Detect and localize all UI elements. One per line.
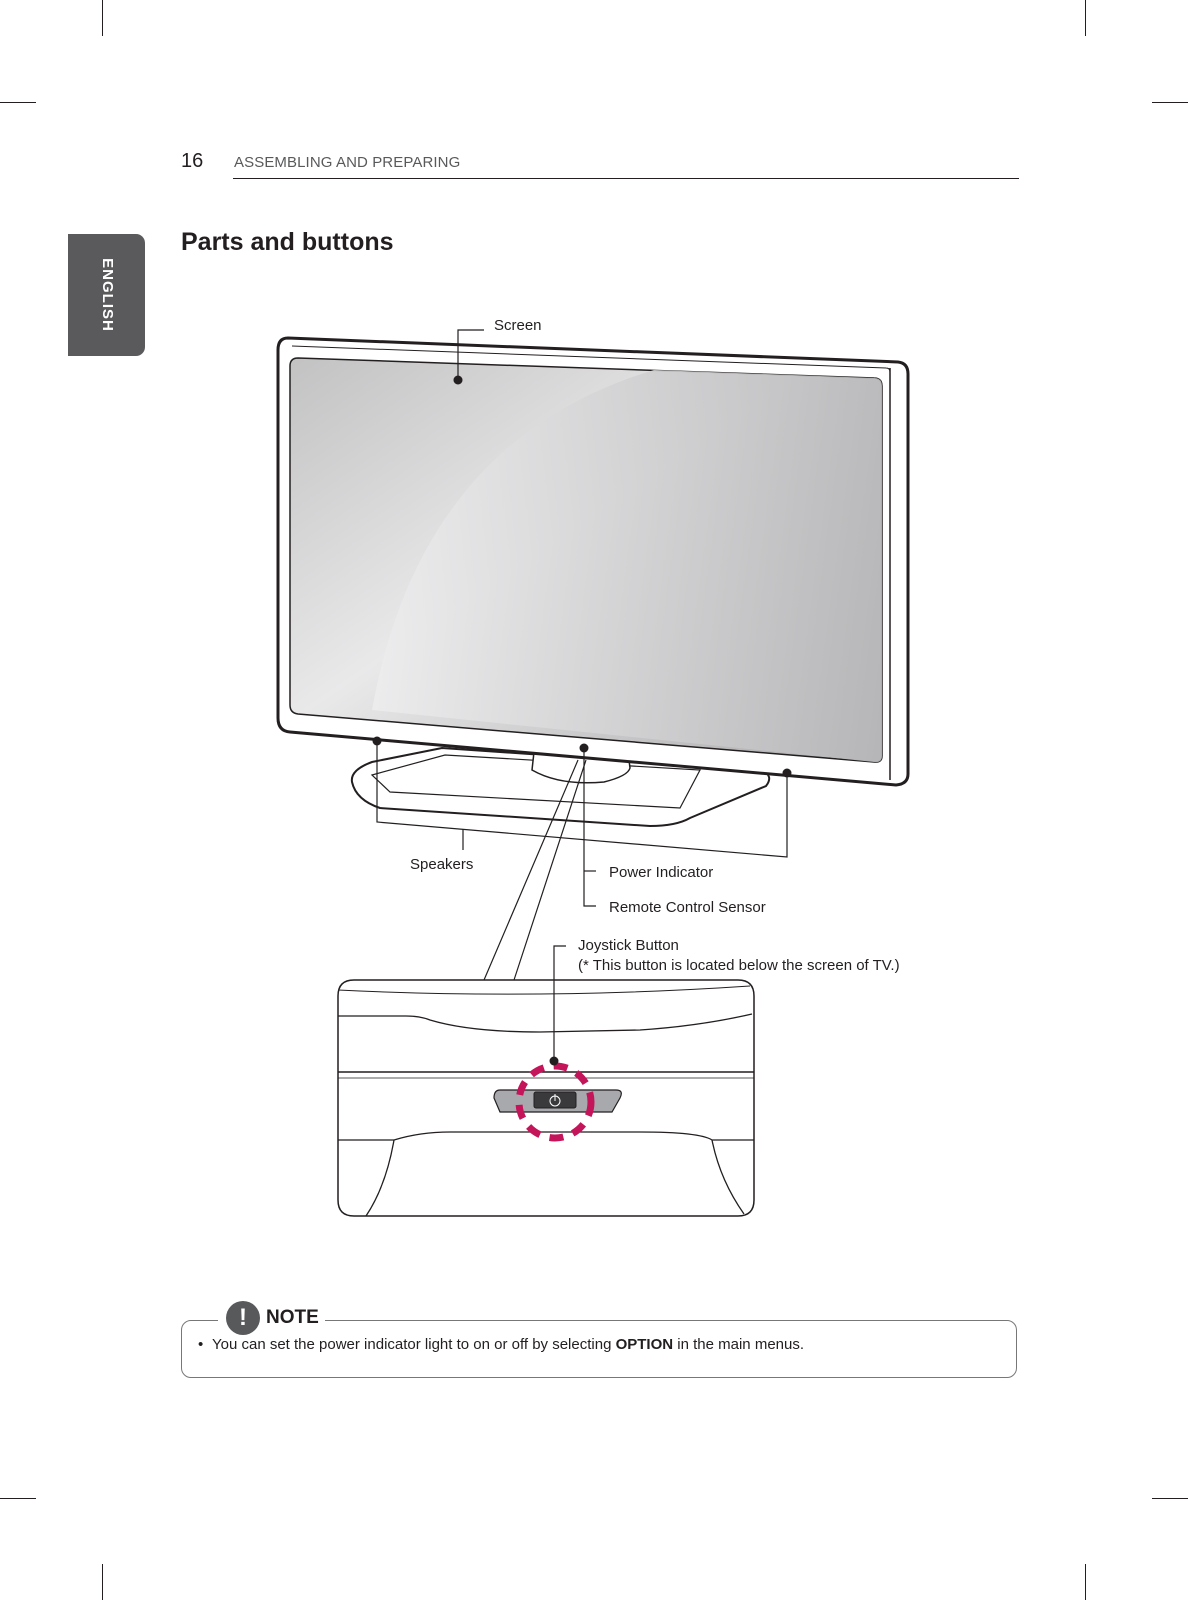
crop-mark xyxy=(0,1498,36,1499)
label-power-indicator: Power Indicator xyxy=(609,864,714,881)
crop-mark xyxy=(1085,1564,1086,1600)
note-header: ! NOTE xyxy=(218,1300,325,1336)
label-joystick-note: (* This button is located below the scre… xyxy=(578,957,900,974)
exclamation-icon: ! xyxy=(226,1301,260,1335)
page-title: Parts and buttons xyxy=(181,228,394,256)
joystick-highlight xyxy=(515,1062,595,1142)
note-text-bold: OPTION xyxy=(615,1336,674,1353)
note-text-after: in the main menus. xyxy=(673,1336,805,1353)
bullet: • xyxy=(198,1336,204,1353)
note-item: • You can set the power indicator light t… xyxy=(198,1336,804,1353)
joystick-detail xyxy=(337,979,755,1217)
crop-mark xyxy=(102,0,103,36)
language-tab: ENGLISH xyxy=(68,234,145,356)
crop-mark xyxy=(1085,0,1086,36)
note-label: NOTE xyxy=(266,1307,319,1328)
page-number: 16 xyxy=(181,150,204,172)
label-joystick: Joystick Button xyxy=(578,937,679,954)
crop-mark xyxy=(0,102,36,103)
label-remote-sensor: Remote Control Sensor xyxy=(609,899,766,916)
crop-mark xyxy=(102,1564,103,1600)
header-rule xyxy=(233,178,1019,179)
crop-mark xyxy=(1152,1498,1188,1499)
label-speakers: Speakers xyxy=(410,856,474,873)
note-box xyxy=(181,1320,1017,1378)
note-text-before: You can set the power indicator light to… xyxy=(212,1336,616,1353)
stand-base xyxy=(350,746,771,828)
label-screen: Screen xyxy=(494,317,542,334)
crop-mark xyxy=(1152,102,1188,103)
section-header: ASSEMBLING AND PREPARING xyxy=(234,154,461,171)
